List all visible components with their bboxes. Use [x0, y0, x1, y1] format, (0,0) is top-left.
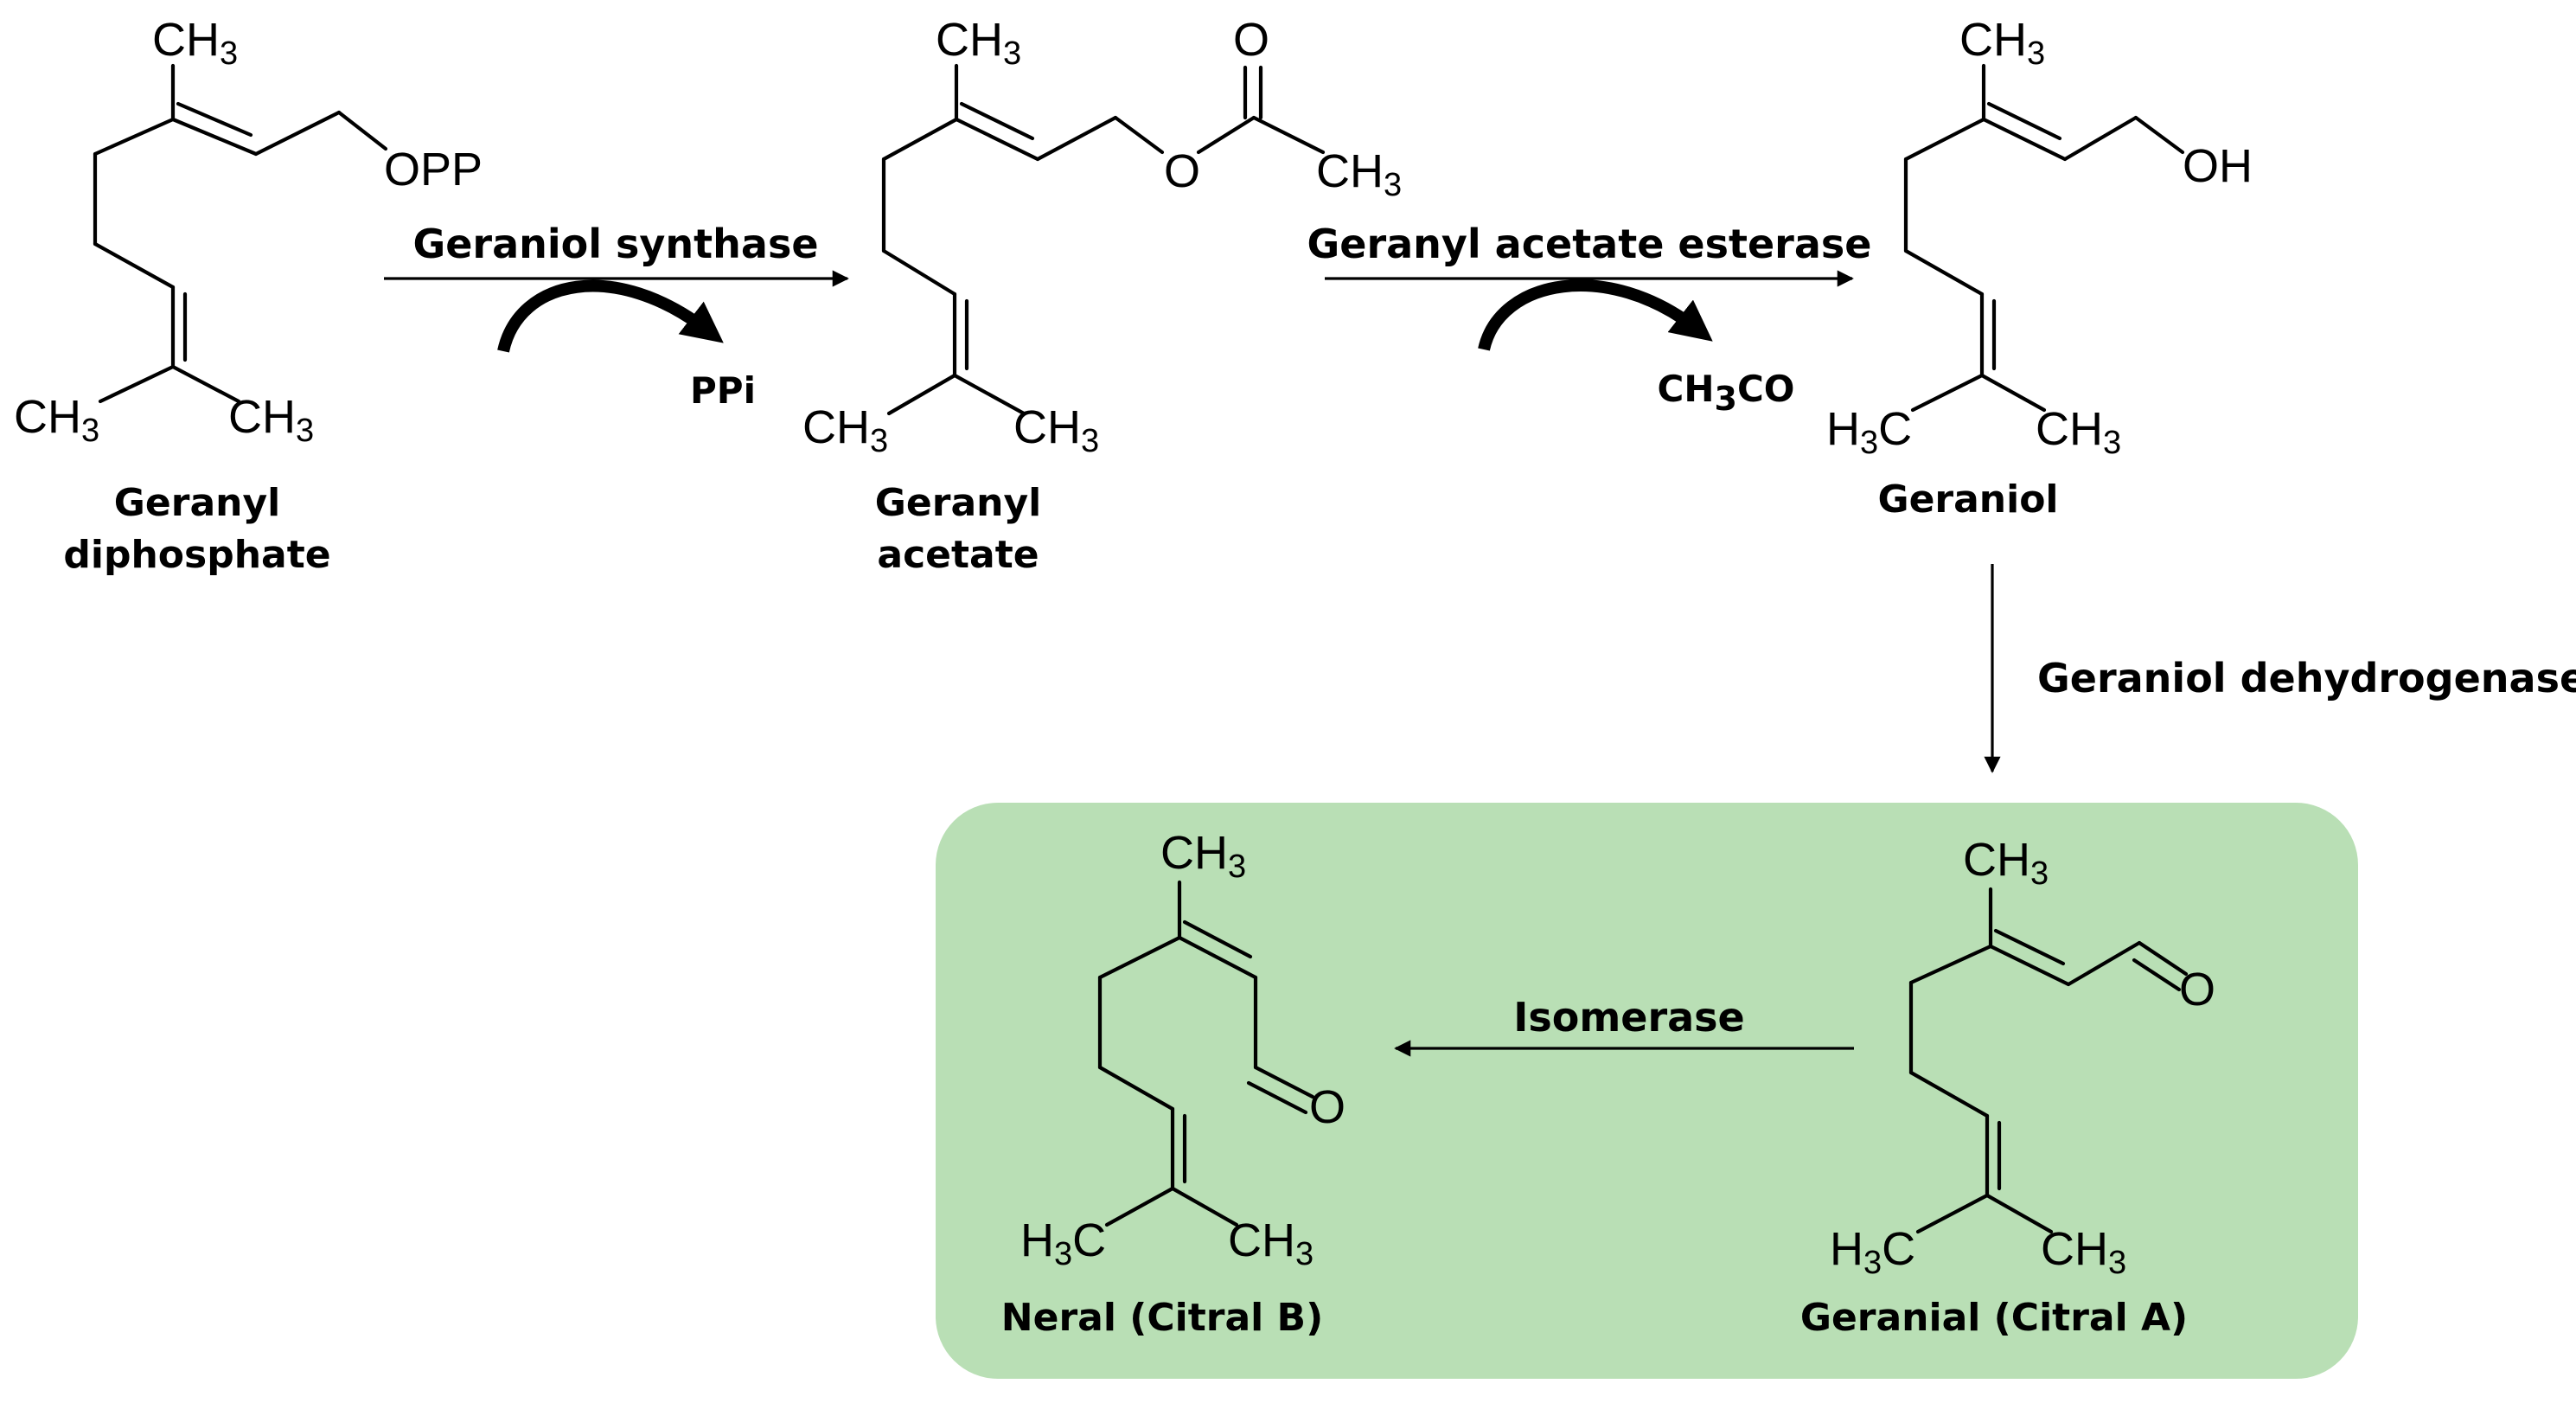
ga-acetyl-methyl: CH3 — [1316, 145, 1402, 203]
geraniol-methyl-top: CH3 — [1959, 14, 2045, 72]
geranial-aldehyde-oxygen: O — [2179, 964, 2215, 1015]
geranyl-acetate-structure: CH3 O O CH3 CH3 CH3 — [802, 14, 1402, 459]
geraniol-methyl-right: CH3 — [2036, 403, 2121, 461]
geranial-name: Geranial (Citral A) — [1800, 1296, 2188, 1340]
neral-methyl-right: CH3 — [1228, 1214, 1314, 1272]
geranial-methyl-left: H3C — [1830, 1223, 1915, 1281]
step2-enzyme-label: Geranyl acetate esterase — [1307, 221, 1871, 267]
ga-name-line1: Geranyl — [875, 481, 1041, 525]
ga-name-line2: acetate — [877, 533, 1039, 577]
geranial-methyl-top: CH3 — [1963, 834, 2049, 892]
step1-enzyme-label: Geraniol synthase — [412, 221, 818, 267]
step4-enzyme-label: Isomerase — [1513, 994, 1745, 1041]
ga-methyl-left: CH3 — [802, 401, 888, 459]
gpp-opp-group: OPP — [384, 144, 483, 195]
citral-box — [936, 803, 2358, 1379]
ga-carbonyl-oxygen: O — [1233, 14, 1269, 66]
neral-structure: CH3 O H3C CH3 — [1020, 827, 1346, 1272]
ga-methyl-top: CH3 — [936, 14, 1021, 72]
neral-methyl-top: CH3 — [1160, 827, 1246, 885]
neral-methyl-left: H3C — [1020, 1214, 1106, 1272]
geranial-methyl-right: CH3 — [2041, 1223, 2126, 1281]
geraniol-name: Geraniol — [1877, 477, 2058, 522]
step1-release-curve — [497, 279, 724, 353]
geranial-structure: CH3 O H3C CH3 — [1830, 834, 2215, 1281]
neral-aldehyde-oxygen: O — [1309, 1081, 1346, 1133]
geranyl-diphosphate-structure: CH3 OPP CH3 CH3 — [14, 14, 483, 449]
gpp-name-line1: Geranyl — [114, 481, 280, 525]
geraniol-hydroxyl: OH — [2183, 140, 2253, 192]
ga-methyl-right: CH3 — [1013, 401, 1099, 459]
geraniol-structure: CH3 OH H3C CH3 — [1826, 14, 2253, 461]
step3-enzyme-label: Geraniol dehydrogenase — [2037, 655, 2576, 702]
gpp-name-line2: diphosphate — [63, 533, 330, 577]
gpp-methyl-left: CH3 — [14, 391, 99, 449]
neral-name: Neral (Citral B) — [1001, 1296, 1323, 1340]
step1-byproduct: PPi — [690, 369, 756, 412]
ga-ester-oxygen: O — [1164, 145, 1200, 197]
gpp-methyl-top: CH3 — [152, 14, 238, 72]
step2-release-curve — [1478, 279, 1713, 351]
step2-byproduct: CH3CO — [1658, 368, 1795, 418]
gpp-methyl-right: CH3 — [228, 391, 314, 449]
geraniol-methyl-left: H3C — [1826, 403, 1912, 461]
